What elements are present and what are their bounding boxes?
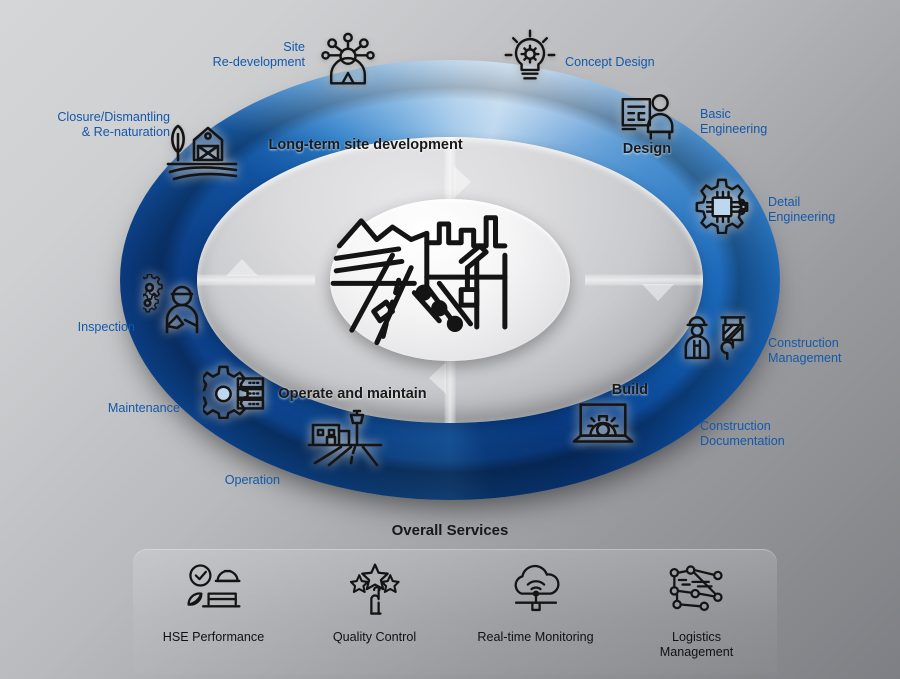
overall-services-title: Overall Services: [391, 522, 509, 539]
logistics-nodes-icon: [668, 565, 726, 623]
node-label-operation: Operation: [224, 473, 280, 487]
laptop-gear-icon[interactable]: [571, 396, 635, 452]
airport-runway-icon[interactable]: [307, 407, 383, 467]
chevron-up-icon: [225, 259, 258, 276]
service-item-quality-control[interactable]: Quality Control: [300, 561, 450, 645]
divider-top: [444, 136, 456, 212]
chevron-down-icon: [642, 284, 675, 301]
service-item-logistics-management[interactable]: Logistics Management: [622, 561, 772, 660]
cloud-wifi-network-icon: [507, 564, 565, 623]
service-label-quality-control: Quality Control: [332, 630, 417, 644]
infrastructure-cityscape-icon: [330, 199, 570, 360]
gear-chip-icon[interactable]: [694, 178, 750, 234]
divider-bottom: [444, 348, 456, 424]
node-label-construction-management: Construction Management: [768, 336, 842, 366]
service-label-real-time-monitoring: Real-time Monitoring: [477, 630, 594, 644]
node-label-closure-dismantling: Closure/Dismantling & Re-naturation: [57, 110, 170, 140]
stars-hand-rating-icon: [346, 563, 404, 623]
node-label-detail-engineering: Detail Engineering: [768, 195, 836, 225]
chevron-left-icon: [429, 362, 446, 395]
barn-field-tree-icon[interactable]: [164, 122, 240, 182]
inspector-gears-icon[interactable]: [143, 274, 211, 336]
service-item-hse-performance[interactable]: HSE Performance: [139, 561, 289, 645]
quadrant-label-build: Build: [611, 381, 648, 398]
overall-services-panel: HSE Performance Quality Control: [133, 549, 777, 674]
quadrant-label-long-term-site-development: Long-term site development: [268, 137, 463, 153]
service-label-hse-performance: HSE Performance: [162, 630, 265, 644]
node-label-concept-design: Concept Design: [565, 55, 655, 69]
quadrant-label-design: Design: [622, 141, 672, 158]
helmet-leaf-check-icon: [185, 564, 243, 623]
node-label-inspection: Inspection: [77, 320, 135, 334]
presentation-person-icon[interactable]: [620, 88, 676, 144]
chevron-right-icon: [454, 165, 471, 198]
node-label-basic-engineering: Basic Engineering: [700, 107, 768, 137]
quadrant-label-operate-and-maintain: Operate and maintain: [278, 386, 427, 403]
idea-person-network-icon[interactable]: [320, 32, 376, 88]
worker-crane-hook-icon[interactable]: [682, 311, 748, 369]
divider-left: [196, 274, 316, 286]
divider-right: [584, 274, 704, 286]
node-label-maintenance: Maintenance: [107, 401, 180, 415]
service-item-real-time-monitoring[interactable]: Real-time Monitoring: [461, 561, 611, 645]
lightbulb-gear-icon[interactable]: [502, 27, 558, 83]
node-label-construction-documentation: Construction Documentation: [700, 419, 785, 449]
node-label-site-re-development: Site Re-development: [212, 40, 305, 70]
gear-server-icon[interactable]: [203, 365, 267, 419]
center-hub: [329, 198, 571, 362]
service-label-logistics-management: Logistics Management: [659, 630, 734, 660]
